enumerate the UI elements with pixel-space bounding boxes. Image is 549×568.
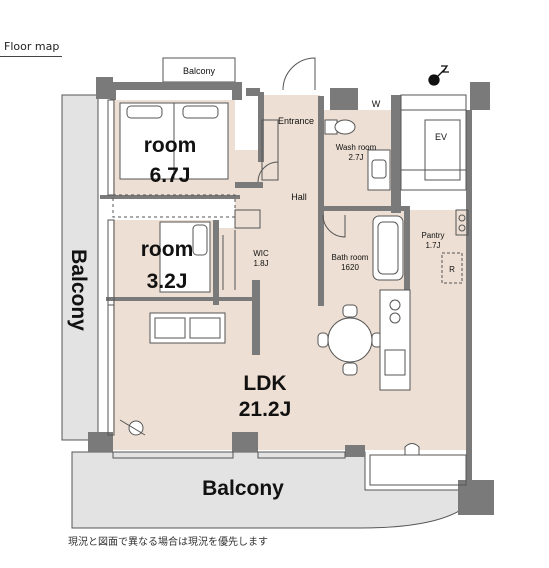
north-arrow-icon [428, 65, 449, 86]
footer-note: 現況と図面で異なる場合は現況を優先します [68, 537, 268, 548]
ldk-size: 21.2J [239, 398, 292, 421]
wic-size: 1.8J [253, 259, 268, 268]
kitchen-counter [379, 289, 411, 391]
lamp [119, 419, 146, 436]
bath-name: Bath room [332, 253, 369, 262]
wash-name: Wash room [336, 143, 377, 152]
wic-name: WIC [253, 249, 269, 258]
balcony-top-label: Balcony [183, 66, 216, 76]
ev-label: EV [435, 132, 447, 142]
furniture [119, 102, 469, 456]
walls [88, 77, 494, 515]
room2-name: room [141, 238, 194, 261]
room1-name: room [144, 134, 197, 157]
title-underline [0, 56, 62, 57]
ldk-name: LDK [243, 372, 286, 395]
entrance-floor [260, 95, 320, 150]
pantry-name: Pantry [421, 231, 444, 240]
sofa [149, 312, 226, 344]
hall-label: Hall [291, 192, 307, 202]
floor-map-title: Floor map [4, 40, 60, 53]
bath-size: 1620 [341, 263, 359, 272]
wash-size: 2.7J [348, 153, 363, 162]
pantry-fridge [441, 209, 469, 284]
w-label: W [372, 99, 381, 109]
chair [404, 443, 420, 456]
dining-set [317, 304, 383, 376]
balconies [61, 57, 469, 529]
balcony-left-label: Balcony [67, 249, 90, 331]
top-balcony [162, 57, 236, 83]
bathtub [372, 215, 404, 281]
washbasin [367, 149, 391, 191]
toilet [324, 119, 356, 135]
single-bed [159, 221, 211, 293]
doors [257, 57, 346, 238]
double-bed [119, 102, 229, 180]
pantry-size: 1.7J [425, 241, 440, 250]
balcony-bottom-label: Balcony [202, 477, 284, 500]
pantry-floor [408, 210, 468, 300]
r-label: R [449, 265, 455, 274]
entrance-label: Entrance [278, 116, 314, 126]
room1-size: 6.7J [150, 164, 191, 187]
room2-size: 3.2J [147, 270, 188, 293]
